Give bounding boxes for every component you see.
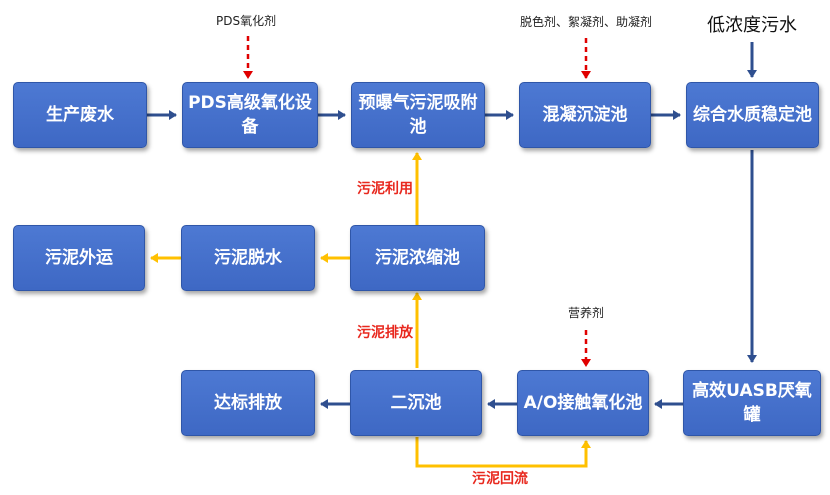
node-coagulation: 混凝沉淀池 — [519, 82, 651, 148]
node-sludge-dewatering: 污泥脱水 — [181, 225, 315, 291]
label-low-conc-wastewater: 低浓度污水 — [707, 15, 797, 36]
label-nutrient: 营养剂 — [568, 306, 605, 320]
node-raw-wastewater: 生产废水 — [13, 82, 147, 148]
node-discharge: 达标排放 — [181, 370, 315, 436]
node-sludge-transport: 污泥外运 — [13, 225, 145, 291]
node-equalization: 综合水质稳定池 — [686, 82, 819, 148]
label-sludge-discharge: 污泥排放 — [357, 325, 413, 341]
label-pds-oxidant: PDS氧化剂 — [216, 14, 277, 28]
arrow-sludge-return — [415, 437, 591, 468]
node-pds-oxidation: PDS高级氧化设备 — [182, 82, 318, 148]
node-secondary-settling: 二沉池 — [350, 370, 482, 436]
label-sludge-return: 污泥回流 — [472, 471, 528, 487]
node-ao-contact: A/O接触氧化池 — [517, 370, 649, 436]
node-uasb: 高效UASB厌氧罐 — [683, 370, 821, 436]
label-sludge-reuse: 污泥利用 — [357, 181, 413, 197]
node-sludge-thickener: 污泥浓缩池 — [350, 225, 485, 291]
label-coag-agents: 脱色剂、絮凝剂、助凝剂 — [520, 15, 653, 29]
node-pre-aeration: 预曝气污泥吸附池 — [351, 82, 485, 148]
